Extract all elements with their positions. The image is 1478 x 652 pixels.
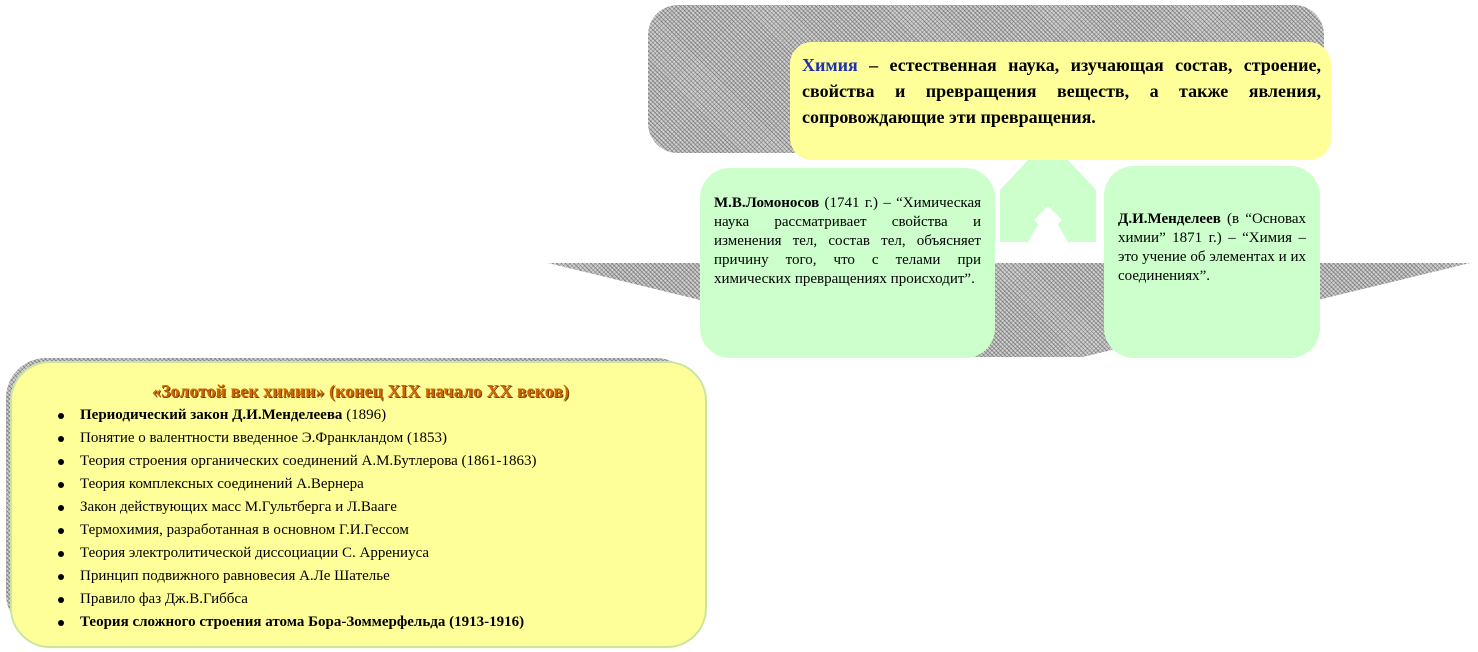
list-item-text: Термохимия, разработанная в основном Г.И…	[80, 522, 409, 538]
quotes-shadow	[548, 263, 1470, 357]
list-item-text: Правило фаз Дж.В.Гиббса	[80, 591, 248, 607]
bullet-icon	[58, 459, 64, 465]
bullet-icon	[58, 528, 64, 534]
list-item-bold: Периодический закон Д.И.Менделеева	[80, 407, 343, 423]
bullet-icon	[58, 413, 64, 419]
list-item: Термохимия, разработанная в основном Г.И…	[54, 519, 691, 542]
mendeleev-author: Д.И.Менделеев	[1118, 211, 1221, 227]
list-item-text: (1896)	[342, 407, 387, 423]
list-item-text: Закон действующих масс М.Гультберга и Л.…	[80, 499, 397, 515]
definition-text: – естественная наука, изучающая состав, …	[802, 55, 1321, 127]
bullet-icon	[58, 551, 64, 557]
lomonosov-box: М.В.Ломоносов (1741 г.) – “Химическая на…	[700, 168, 995, 358]
bullet-icon	[58, 597, 64, 603]
lomonosov-text: (1741 г.) – “Химическая наука рассматрив…	[714, 195, 981, 287]
list-item-text: Понятие о валентности введенное Э.Франкл…	[80, 430, 447, 446]
golden-age-list: Периодический закон Д.И.Менделеева (1896…	[54, 404, 691, 634]
mendeleev-box: Д.И.Менделеев (в “Основах химии” 1871 г.…	[1104, 166, 1320, 358]
connector-notch	[1034, 206, 1062, 234]
connector-arrow	[1000, 158, 1096, 242]
list-item-text: Принцип подвижного равновесия А.Ле Шател…	[80, 568, 390, 584]
list-item: Закон действующих масс М.Гультберга и Л.…	[54, 496, 691, 519]
lomonosov-author: М.В.Ломоносов	[714, 195, 820, 211]
list-item: Правило фаз Дж.В.Гиббса	[54, 588, 691, 611]
bullet-icon	[58, 620, 64, 626]
list-item: Принцип подвижного равновесия А.Ле Шател…	[54, 565, 691, 588]
list-item: Теория комплексных соединений А.Вернера	[54, 473, 691, 496]
list-item-text: Теория строения органических соединений …	[80, 453, 537, 469]
list-item: Теория электролитической диссоциации С. …	[54, 542, 691, 565]
list-item-bold: Теория сложного строения атома Бора-Зомм…	[80, 614, 525, 630]
list-item-text: Теория электролитической диссоциации С. …	[80, 545, 430, 561]
definition-box: Химия – естественная наука, изучающая со…	[790, 42, 1331, 160]
list-item: Теория сложного строения атома Бора-Зомм…	[54, 611, 691, 634]
definition-term: Химия	[802, 55, 858, 75]
golden-age-box: «Золотой век химии» (конец XIX начало XX…	[10, 361, 707, 648]
bullet-icon	[58, 482, 64, 488]
list-item: Понятие о валентности введенное Э.Франкл…	[54, 427, 691, 450]
list-item: Теория строения органических соединений …	[54, 450, 691, 473]
golden-age-title: «Золотой век химии» (конец XIX начало XX…	[151, 381, 570, 401]
bullet-icon	[58, 505, 64, 511]
mendeleev-text: (в “Основах химии” 1871 г.) – “Химия – э…	[1118, 211, 1306, 284]
list-item-text: Теория комплексных соединений А.Вернера	[80, 476, 364, 492]
bullet-icon	[58, 436, 64, 442]
list-item: Периодический закон Д.И.Менделеева (1896…	[54, 404, 691, 427]
bullet-icon	[58, 574, 64, 580]
connector-shape	[1000, 158, 1096, 242]
